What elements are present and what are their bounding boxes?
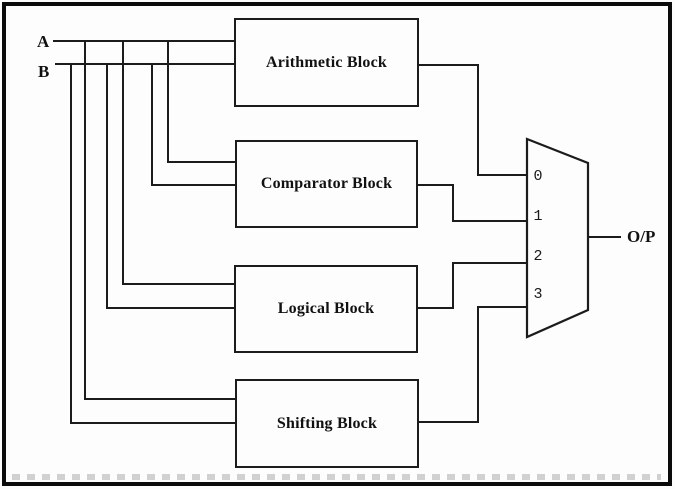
block-shifting-label: Shifting Block (276, 414, 378, 432)
input-label-a: A (37, 32, 50, 51)
wire-comparator-mux1 (418, 184, 527, 222)
block-comparator: Comparator Block (235, 140, 418, 228)
input-label-b: B (38, 62, 50, 81)
wire-b-shifting (70, 64, 235, 424)
wire-arithmetic-mux0 (419, 64, 527, 176)
wire-b-comparator (151, 64, 235, 186)
block-logical-label: Logical Block (277, 300, 375, 317)
mux-input-label-0: 0 (533, 168, 543, 185)
block-shifting: Shifting Block (235, 379, 419, 468)
block-arithmetic-label: Arithmetic Block (266, 53, 387, 71)
mux-input-label-2: 2 (533, 248, 543, 265)
wire-a-comparator (167, 41, 235, 163)
mux-input-label-1: 1 (533, 208, 543, 225)
mux-input-label-3: 3 (533, 286, 543, 303)
block-logical: Logical Block (234, 265, 418, 353)
wire-a-logical (122, 41, 234, 285)
output-label: O/P (627, 227, 656, 246)
wire-b-logical (106, 64, 234, 309)
wire-logical-mux2 (418, 262, 527, 309)
wire-a-shifting (84, 41, 235, 400)
block-comparator-label: Comparator Block (260, 175, 393, 192)
bottom-dash-artifact (12, 474, 661, 480)
mux-shape (525, 137, 590, 339)
wire-shifting-mux3 (419, 306, 527, 423)
block-arithmetic: Arithmetic Block (234, 18, 419, 107)
